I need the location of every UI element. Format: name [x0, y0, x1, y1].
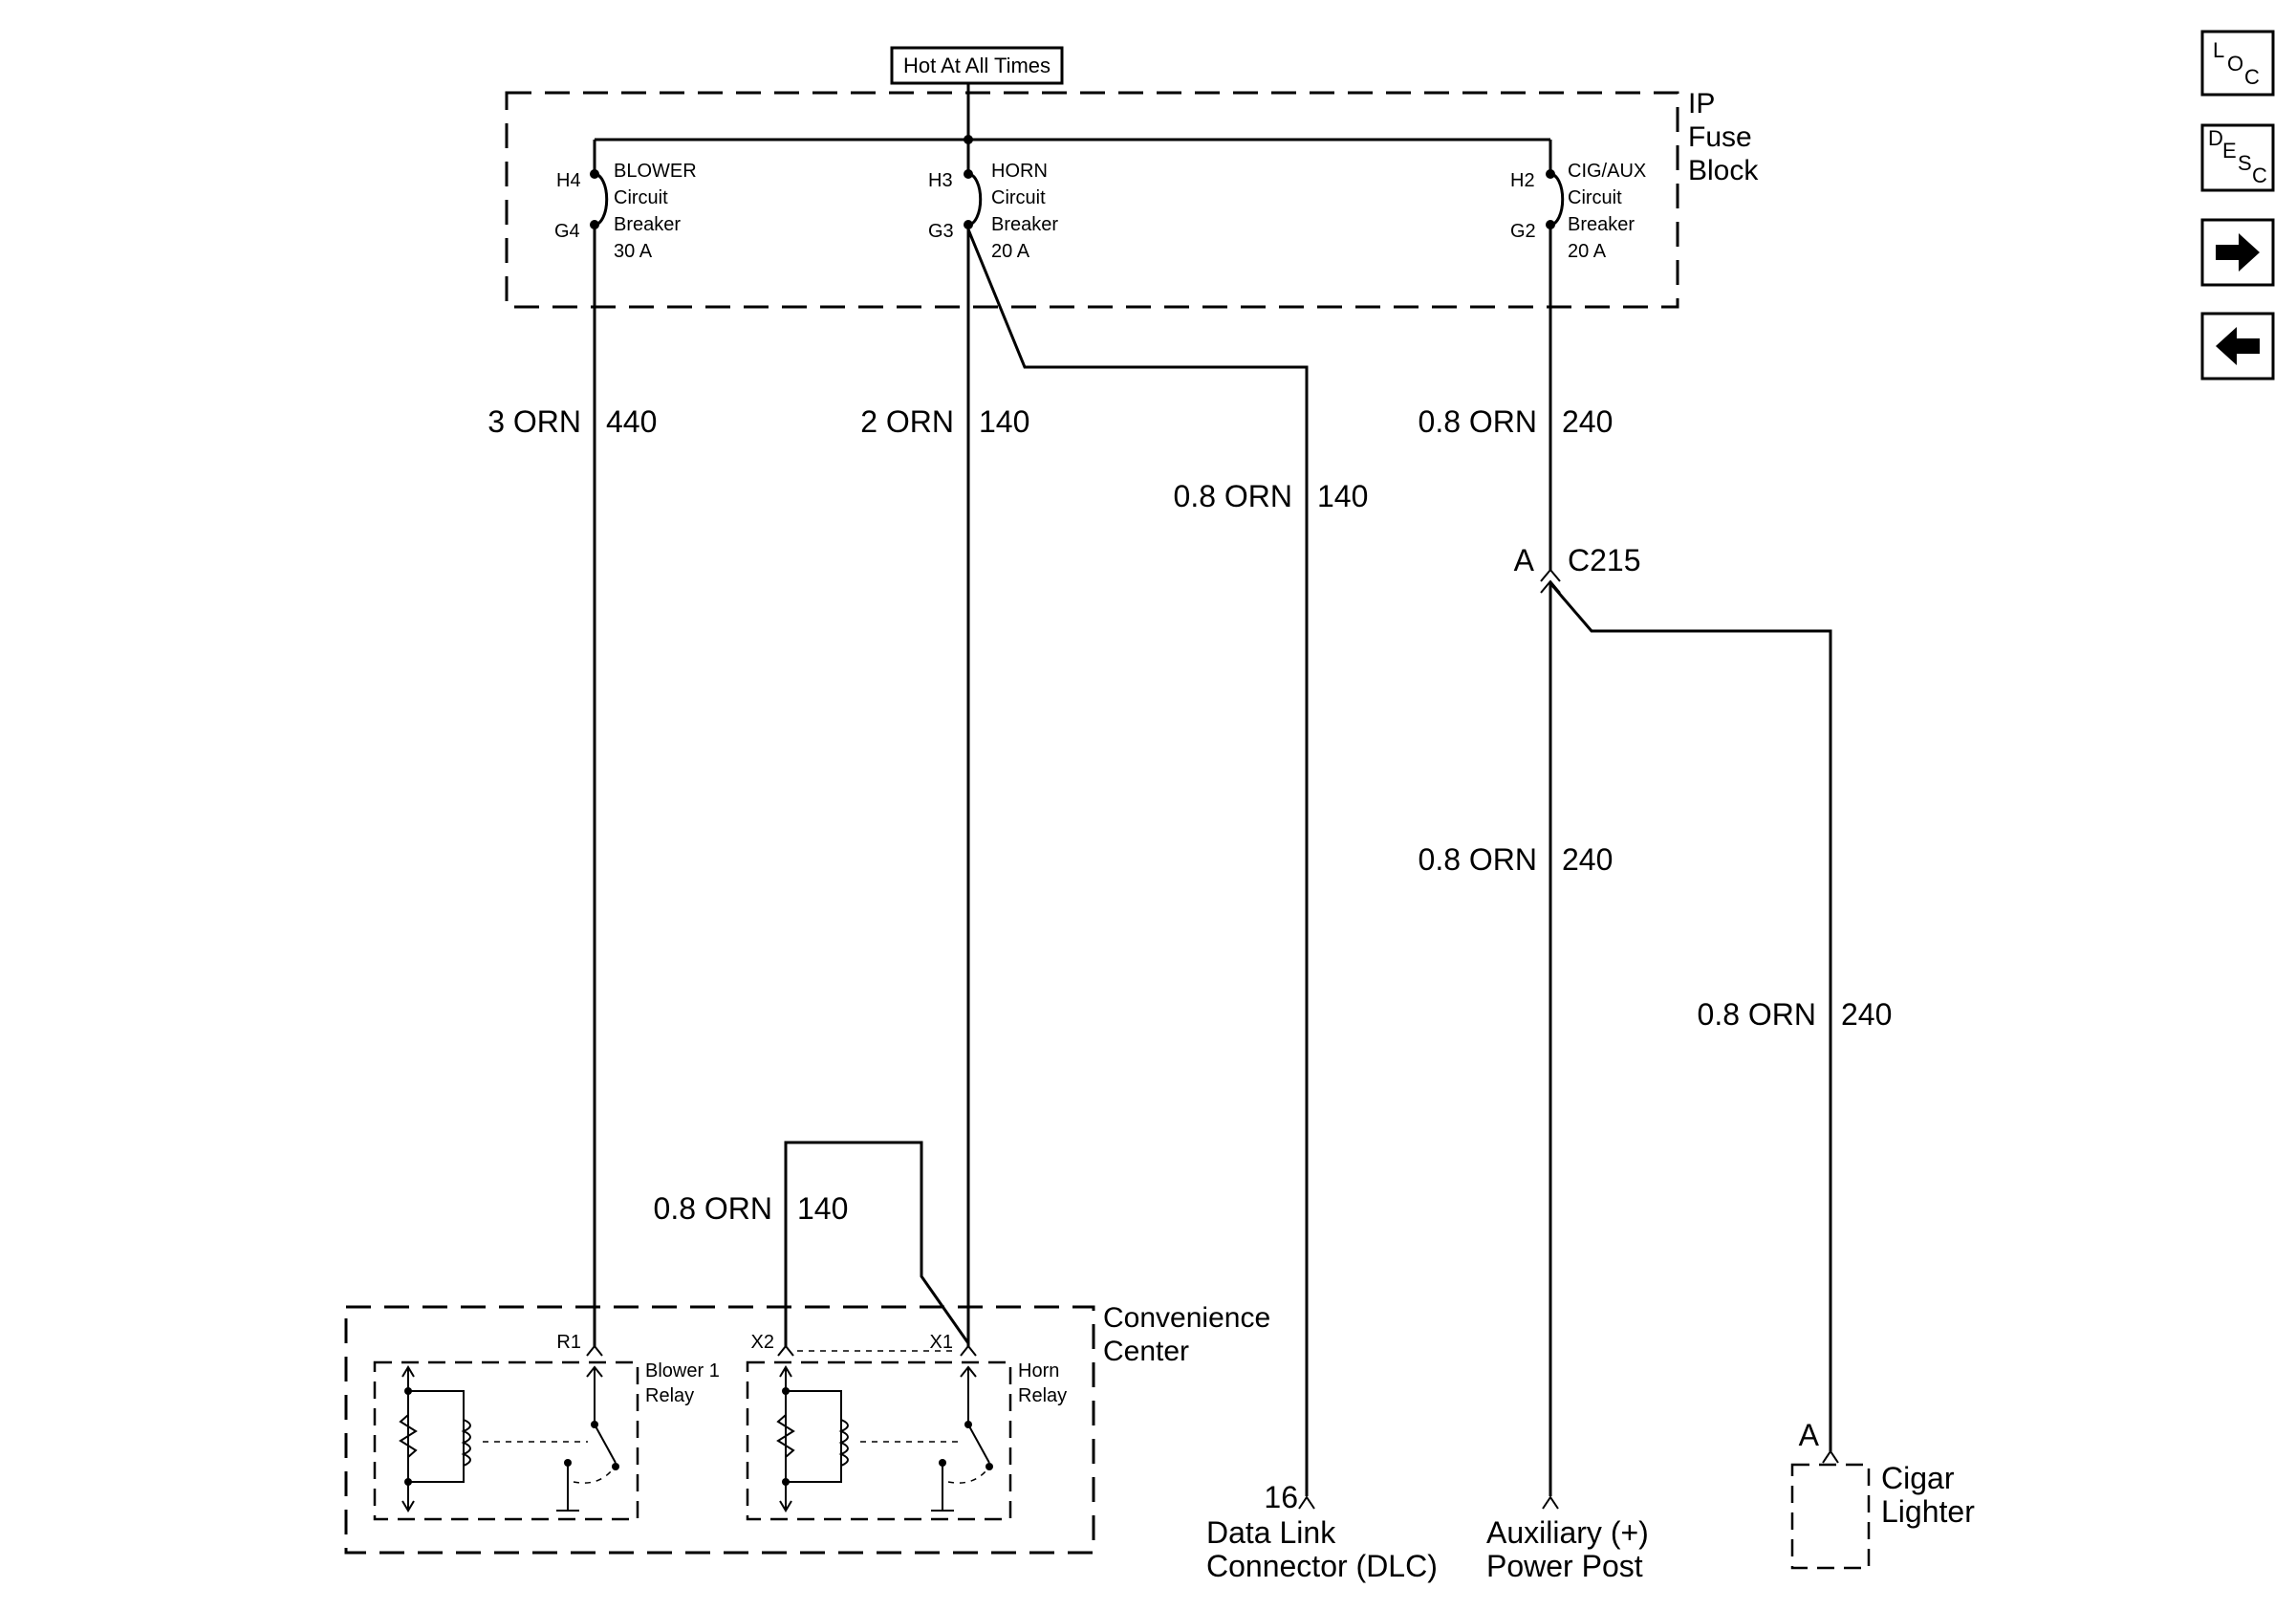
desc-letter-1: D: [2208, 126, 2223, 150]
loc-letter-3: C: [2244, 65, 2260, 89]
cig-breaker-name: CIG/AUX: [1568, 161, 1646, 182]
desc-letter-3: S: [2238, 151, 2252, 175]
loc-letter-2: O: [2227, 52, 2243, 76]
horn-top-pin: H3: [928, 170, 953, 191]
fuse-block-label-2: Fuse: [1688, 121, 1752, 153]
wire-cig-gauge: 0.8 ORN: [1419, 404, 1537, 439]
horn-breaker-name: HORN: [991, 161, 1048, 182]
convenience-center: Convenience Center R1 X2 X1 Blower 1 Rel…: [344, 1302, 1270, 1555]
blower-relay-label-2: Relay: [645, 1385, 694, 1406]
wire-cigar-gauge: 0.8 ORN: [1698, 997, 1816, 1032]
wire-blower-440: 3 ORN 440: [487, 225, 657, 1346]
wire-cigar-circuit: 240: [1841, 997, 1892, 1032]
cig-top-pin: H2: [1510, 170, 1535, 191]
wire-dlc-gauge: 0.8 ORN: [1174, 479, 1292, 513]
loc-letter-1: L: [2213, 38, 2224, 62]
blower-bottom-pin: G4: [554, 221, 580, 242]
horn-relay-label-1: Horn: [1018, 1360, 1059, 1382]
pin-x2: X2: [751, 1332, 774, 1353]
wire-horn-relay-feed: 0.8 ORN 140: [654, 1141, 970, 1346]
wire-aux-post-240: 0.8 ORN 240: [1419, 581, 1613, 1496]
ip-fuse-block: IP Fuse Block: [505, 88, 1759, 309]
pin-x1: X1: [930, 1332, 953, 1353]
desc-button[interactable]: D E S C: [2200, 123, 2275, 192]
wire-horn-circuit: 140: [979, 404, 1029, 439]
pin-r1: R1: [556, 1332, 581, 1353]
wire-horn-gauge: 2 ORN: [860, 404, 954, 439]
wire-horn-140: 2 ORN 140: [860, 225, 1029, 1346]
previous-button[interactable]: [2200, 312, 2275, 381]
wire-cigar-240: 0.8 ORN 240: [1549, 582, 1892, 1451]
horn-breaker-line2: Circuit: [991, 187, 1046, 208]
blower-circuit-breaker: H4 G4 BLOWER Circuit Breaker 30 A: [554, 140, 697, 262]
c215-name: C215: [1568, 543, 1641, 577]
blower-breaker-line2: Circuit: [614, 187, 668, 208]
c215-pin: A: [1514, 543, 1535, 577]
convenience-center-label-2: Center: [1103, 1336, 1189, 1367]
wire-dlc-140: 0.8 ORN 140: [966, 228, 1368, 1496]
arrow-left-icon: [2216, 327, 2260, 365]
wire-cig-aux-240: 0.8 ORN 240: [1419, 225, 1613, 570]
loc-button[interactable]: L O C: [2200, 30, 2275, 97]
next-button[interactable]: [2200, 218, 2275, 287]
blower-1-relay: Blower 1 Relay: [373, 1360, 720, 1521]
wire-dlc-circuit: 140: [1317, 479, 1368, 513]
auxiliary-power-post: Auxiliary (+) Power Post: [1486, 1495, 1649, 1583]
horn-bottom-pin: G3: [928, 221, 954, 242]
cig-bottom-pin: G2: [1510, 221, 1536, 242]
wire-aux-gauge: 0.8 ORN: [1419, 842, 1537, 877]
wire-relay-feed-circuit: 140: [797, 1191, 848, 1226]
cigar-label-1: Cigar: [1881, 1461, 1955, 1495]
horn-breaker-rating: 20 A: [991, 241, 1030, 262]
cigar-lighter: A Cigar Lighter: [1790, 1418, 1975, 1570]
connector-c215: A C215: [1514, 543, 1641, 594]
hot-at-all-times-label: Hot At All Times: [890, 46, 1064, 85]
blower-breaker-rating: 30 A: [614, 241, 653, 262]
blower-top-pin: H4: [556, 170, 581, 191]
fuse-block-label-3: Block: [1688, 155, 1759, 186]
dlc-label-2: Connector (DLC): [1206, 1549, 1438, 1583]
data-link-connector: 16 Data Link Connector (DLC): [1206, 1480, 1438, 1583]
blower-breaker-name: BLOWER: [614, 161, 697, 182]
horn-relay: Horn Relay: [746, 1360, 1067, 1521]
horn-circuit-breaker: H3 G3 HORN Circuit Breaker 20 A: [928, 140, 1058, 262]
wire-blower-circuit: 440: [606, 404, 657, 439]
horn-relay-label-2: Relay: [1018, 1385, 1067, 1406]
cig-breaker-rating: 20 A: [1568, 241, 1607, 262]
aux-post-label-2: Power Post: [1486, 1549, 1643, 1583]
cig-breaker-line2: Circuit: [1568, 187, 1622, 208]
cig-breaker-line3: Breaker: [1568, 214, 1635, 235]
wire-cig-circuit: 240: [1562, 404, 1613, 439]
horn-breaker-line3: Breaker: [991, 214, 1058, 235]
aux-post-label-1: Auxiliary (+): [1486, 1515, 1649, 1550]
cigar-pin: A: [1799, 1418, 1820, 1452]
desc-letter-4: C: [2252, 163, 2267, 187]
cig-aux-circuit-breaker: H2 G2 CIG/AUX Circuit Breaker 20 A: [1510, 140, 1646, 262]
blower-relay-label-1: Blower 1: [645, 1360, 720, 1382]
wire-relay-feed-gauge: 0.8 ORN: [654, 1191, 772, 1226]
wire-aux-circuit: 240: [1562, 842, 1613, 877]
blower-breaker-line3: Breaker: [614, 214, 681, 235]
desc-letter-2: E: [2222, 139, 2237, 163]
wire-blower-gauge: 3 ORN: [487, 404, 581, 439]
dlc-label-1: Data Link: [1206, 1515, 1336, 1550]
fuse-block-label-1: IP: [1688, 88, 1715, 120]
dlc-pin: 16: [1264, 1480, 1298, 1514]
convenience-center-label-1: Convenience: [1103, 1302, 1270, 1334]
arrow-right-icon: [2216, 233, 2260, 272]
hot-label-text: Hot At All Times: [903, 54, 1051, 77]
cigar-label-2: Lighter: [1881, 1494, 1975, 1529]
